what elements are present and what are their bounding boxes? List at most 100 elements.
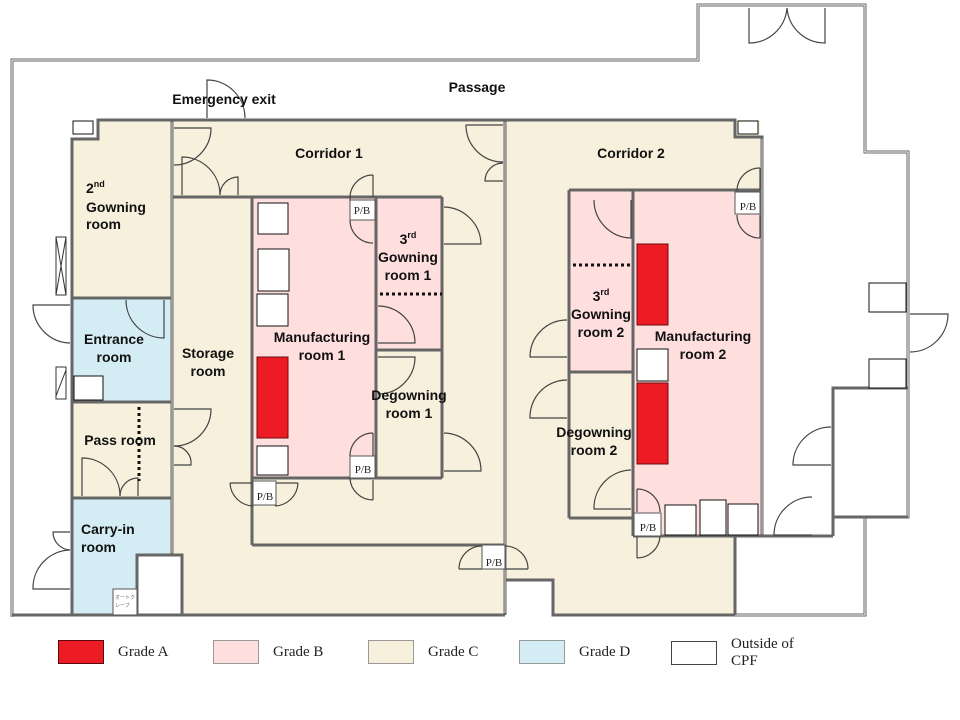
safety-cabinet-mfg2-bottom [636,382,669,465]
door-icon [748,7,788,44]
door-icon [529,319,568,358]
svg-text:Manufacturing: Manufacturing [655,328,751,344]
door-icon [349,432,374,457]
room-3rd-gowning-2 [569,190,633,372]
door-icon [593,199,632,239]
svg-text:Manufacturing: Manufacturing [274,329,370,345]
grade-d-areas [72,298,172,615]
equipment-box [257,248,290,292]
pass-boxes: P/B P/B P/B P/B P/B P/B オートク レーブ [112,191,761,616]
svg-text:レーブ: レーブ [115,602,130,609]
dotted-partitions [137,263,631,481]
door-icon [443,206,482,245]
svg-text:Gowning: Gowning [571,306,631,322]
legend-swatch-outside [671,641,717,665]
doors [32,7,949,590]
legend-item-outside: Outside of CPF [671,636,811,670]
svg-text:room 1: room 1 [386,405,433,421]
door-icon [349,219,374,244]
legend-swatch-grade-b [213,640,259,664]
door-icon [484,162,504,182]
door-icon [32,304,71,344]
svg-text:Degowning: Degowning [371,387,446,403]
room-2nd-gowning [72,120,172,298]
door-icon [909,313,949,353]
svg-text:3rd: 3rd [593,287,610,304]
door-icon [636,535,661,559]
door-icon [593,469,632,510]
door-icon [181,156,221,196]
svg-text:room: room [81,539,116,555]
door-icon [173,127,212,166]
label-manufacturing-room-2: Manufacturing room 2 [655,328,751,362]
svg-text:P/B: P/B [640,522,657,534]
svg-text:room 2: room 2 [571,442,618,458]
svg-text:room 2: room 2 [578,324,625,340]
door-icon [119,477,139,497]
pass-box: P/B [481,544,506,570]
label-manufacturing-room-1: Manufacturing room 1 [274,329,370,363]
svg-text:Gowning: Gowning [378,249,438,265]
door-icon [736,214,761,239]
equipment-box [727,503,759,536]
legend-label: Outside of CPF [731,636,794,669]
svg-text:3rd: 3rd [400,230,417,247]
svg-text:P/B: P/B [740,201,757,213]
svg-text:2nd: 2nd [86,179,105,196]
legend-label: Grade D [579,643,631,660]
legend-swatch-grade-a [58,640,104,664]
label-carry-in-room: Carry-in room [81,521,135,555]
svg-text:P/B: P/B [486,557,503,569]
door-icon [32,549,71,590]
label-storage-room: Storage room [182,345,234,379]
equipment-boxes [72,120,907,536]
autoclave: オートク レーブ [112,588,138,616]
svg-text:P/B: P/B [355,464,372,476]
door-icon [443,432,482,472]
equipment-box [699,499,727,536]
legend-label: Grade B [273,643,324,660]
door-icon [792,426,832,466]
door-icon [173,445,192,466]
svg-text:Carry-in: Carry-in [81,521,135,537]
label-degowning-room-1: Degowning room 1 [371,387,446,421]
svg-text:P/B: P/B [257,491,274,503]
svg-text:P/B: P/B [354,205,371,217]
room-degowning-2 [569,372,633,518]
room-pass [72,402,172,498]
label-pass-room: Pass room [84,432,156,448]
label-corridor-2: Corridor 2 [597,145,665,161]
walls-inner-highlight [171,122,763,613]
door-icon [529,379,568,419]
door-icon [465,124,504,163]
door-icon [219,176,239,196]
pass-box: P/B [633,512,662,537]
door-icon [52,531,71,551]
equipment-box [72,120,94,135]
equipment-box [868,358,907,389]
room-3rd-gowning-1 [376,197,442,350]
svg-text:room 1: room 1 [385,267,432,283]
room-degowning-1 [376,350,442,478]
legend-item-grade-d: Grade D [519,640,630,664]
svg-text:Entrance: Entrance [84,331,144,347]
legend-item-grade-c: Grade C [368,640,478,664]
safety-cabinet-mfg1 [256,356,289,439]
label-corridor-1: Corridor 1 [295,145,363,161]
door-icon [81,457,121,497]
pass-box: P/B [252,480,277,506]
pass-box: P/B [349,199,376,221]
svg-text:room: room [97,349,132,365]
label-emergency-exit: Emergency exit [172,91,276,107]
svg-text:Gowning: Gowning [86,199,146,215]
door-icon [229,482,254,507]
svg-text:room: room [191,363,226,379]
window-markers [55,236,67,400]
door-icon [773,496,813,536]
floor-plan: P/B P/B P/B P/B P/B P/B オートク レーブ Pass [10,3,949,617]
door-icon [786,7,826,44]
label-2nd-gowning-room: 2nd Gowning room [86,179,146,232]
label-degowning-room-2: Degowning room 2 [556,424,631,458]
equipment-box [256,445,289,476]
grade-a-equipment [256,243,669,465]
